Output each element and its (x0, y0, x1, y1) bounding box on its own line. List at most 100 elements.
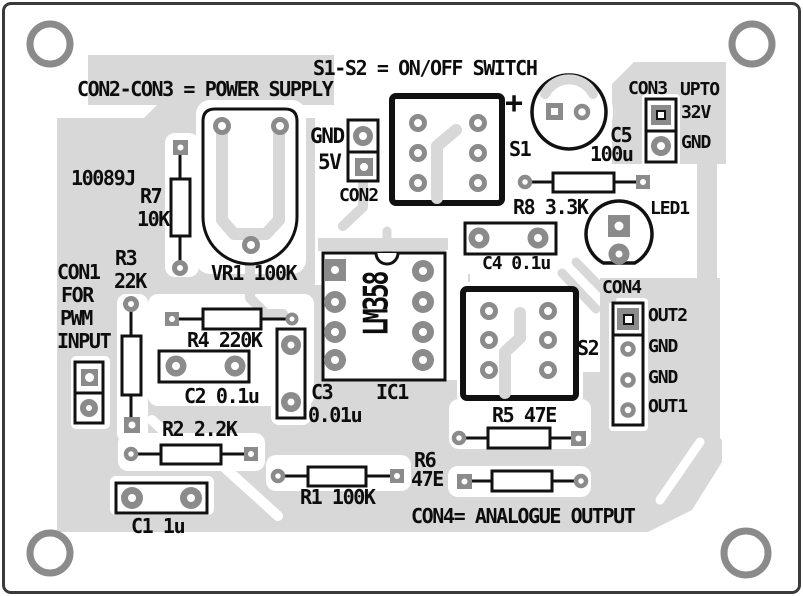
label-r4: R4 220K (187, 328, 263, 352)
label-r3-name: R3 (115, 246, 138, 270)
pad (469, 174, 487, 192)
pad (480, 361, 498, 379)
component-vr1-potentiometer (201, 107, 299, 266)
label-r8: R8 3.3K (513, 195, 589, 219)
pad (539, 331, 557, 349)
mounting-hole (728, 20, 776, 68)
pad (469, 144, 487, 162)
pad (517, 174, 533, 190)
component-r3-resistor (120, 296, 143, 433)
component-c3-capacitor (275, 327, 307, 420)
pad (285, 312, 299, 326)
label-vr1: VR1 100K (211, 261, 298, 285)
label-r7-name: R7 (140, 184, 163, 208)
component-c1-capacitor (114, 481, 209, 515)
label-r1: R1 100K (300, 485, 376, 509)
pad (213, 117, 231, 135)
pad (123, 296, 139, 312)
label-con1-line4: INPUT (57, 329, 112, 353)
label-r7-value: 10K (137, 207, 170, 231)
pad (409, 144, 427, 162)
label-r5: R5 47E (492, 403, 557, 427)
connector-con2 (346, 118, 380, 183)
pad (620, 341, 636, 357)
component-c5-capacitor (530, 73, 608, 151)
label-con3-name: CON3 (628, 78, 668, 99)
label-r3-value: 22K (114, 269, 147, 293)
mounting-hole (26, 529, 74, 577)
pad (409, 114, 427, 132)
label-c5-name: C5 (610, 123, 633, 147)
label-ic1-part: LM358 (356, 273, 396, 336)
component-ic1-lm358 (321, 251, 447, 382)
label-c3-name: C3 (311, 380, 334, 404)
label-c5-value: 100u (590, 142, 634, 166)
pad (539, 361, 557, 379)
label-s1: S1 (509, 137, 532, 161)
mounting-hole (720, 527, 772, 579)
pad (480, 302, 498, 320)
board-id: 10089J (71, 166, 136, 190)
component-r2-resistor (123, 443, 258, 466)
label-con4-gnd-b: GND (648, 367, 678, 388)
pad (172, 260, 188, 276)
pad (270, 468, 286, 484)
label-led1: LED1 (650, 198, 690, 219)
label-con1-line1: CON1 (57, 260, 101, 284)
label-con4-gnd-a: GND (648, 336, 678, 357)
connector-con4 (611, 301, 645, 427)
label-con4-out2: OUT2 (648, 305, 688, 326)
label-con2-name: CON2 (339, 185, 379, 206)
label-con3-32v: 32V (681, 102, 711, 123)
pad (620, 372, 636, 388)
pad (80, 399, 98, 417)
pad (123, 446, 139, 462)
component-r4-resistor (165, 307, 299, 331)
label-con1-line3: PWM (60, 306, 93, 330)
component-s1-switch (389, 93, 505, 206)
label-c5-polarity: + (505, 86, 524, 121)
note-power-supply: CON2-CON3 = POWER SUPPLY (77, 77, 334, 101)
component-c2-capacitor (157, 349, 251, 384)
pad (539, 302, 557, 320)
pad (242, 236, 260, 254)
note-switch: S1-S2 = ON/OFF SWITCH (313, 56, 538, 80)
label-con2-5v: 5V (318, 150, 342, 174)
pad (573, 473, 589, 489)
label-c4: C4 0.1u (482, 253, 551, 274)
label-r2: R2 2.2K (162, 417, 238, 441)
label-s2: S2 (577, 336, 600, 360)
label-ic1-name: IC1 (376, 380, 409, 404)
pad (409, 174, 427, 192)
pad (620, 402, 636, 418)
component-r5-resistor (451, 426, 586, 450)
label-con4-name: CON4 (602, 277, 642, 298)
label-c1: C1 1u (131, 514, 186, 538)
mounting-holes (26, 20, 776, 579)
component-s2-switch (460, 286, 579, 401)
copper-traces (245, 175, 617, 319)
component-c4-capacitor (463, 221, 558, 256)
label-con3-rating: UPTO (680, 79, 720, 100)
component-led1 (584, 199, 654, 265)
label-c3-value: 0.01u (308, 403, 363, 427)
component-r1-resistor (270, 465, 404, 488)
mounting-hole (26, 20, 74, 68)
label-c2: C2 0.1u (184, 384, 260, 408)
label-con1-line2: FOR (61, 283, 94, 307)
connector-con1 (73, 360, 105, 425)
pad (451, 430, 467, 446)
component-r8-resistor (517, 171, 650, 194)
component-r6-resistor (457, 469, 589, 493)
label-con2-gnd: GND (310, 124, 345, 148)
pad (480, 331, 498, 349)
pad (469, 114, 487, 132)
note-analogue-output: CON4= ANALOGUE OUTPUT (411, 504, 636, 528)
label-r6-value: 47E (411, 467, 444, 491)
label-r6-name: R6 (414, 448, 437, 472)
pad (271, 117, 289, 135)
pad (573, 103, 591, 121)
label-con4-out1: OUT1 (648, 396, 688, 417)
